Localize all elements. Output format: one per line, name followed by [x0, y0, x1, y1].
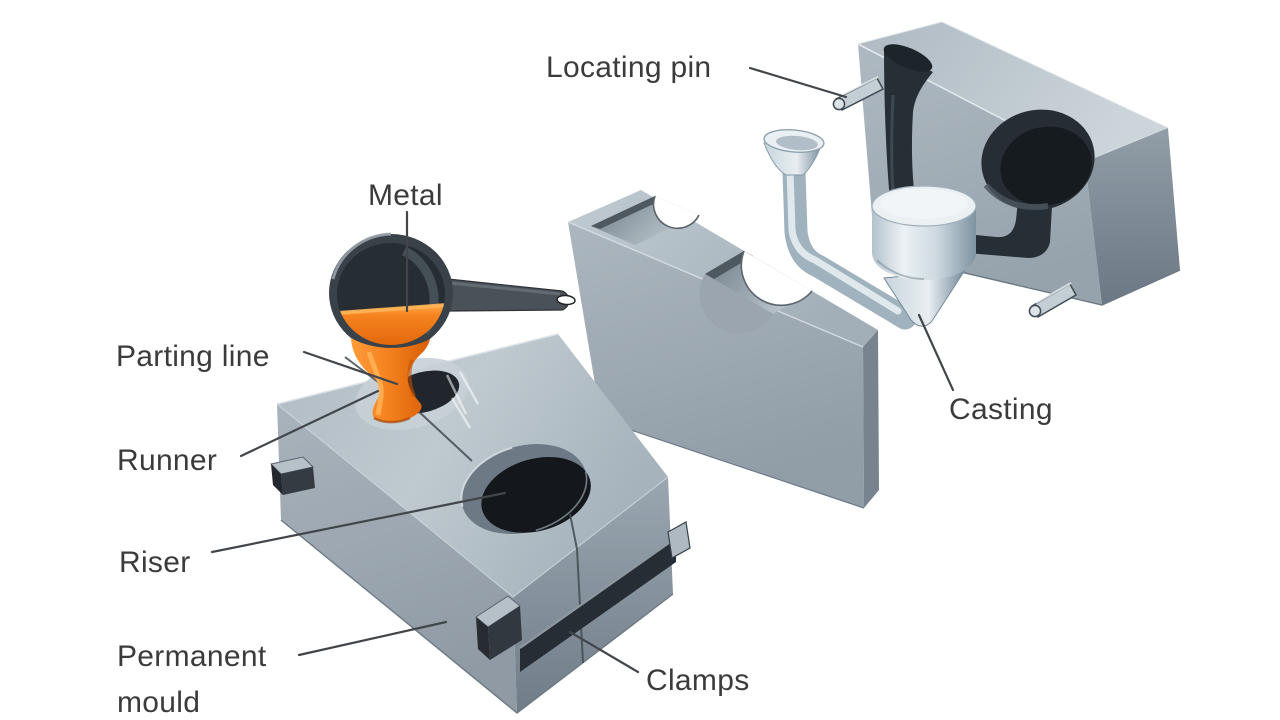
clamp-left-tab [269, 456, 315, 495]
label-casting: Casting [949, 393, 1053, 426]
molten-metal-stream [351, 338, 430, 424]
label-metal: Metal [368, 179, 443, 212]
mould-half-open [832, 21, 1181, 319]
label-riser: Riser [119, 546, 191, 579]
clamp-front-block [475, 595, 522, 660]
locating-pin-bottom [1028, 282, 1078, 319]
leader-riser [210, 491, 507, 554]
leader-permanent-mould [297, 620, 448, 657]
casting-piece [763, 129, 977, 330]
label-locating-pin: Locating pin [546, 51, 712, 84]
mould-notch-large [699, 250, 813, 334]
leader-clamps [568, 630, 640, 674]
leader-casting [917, 313, 955, 392]
label-clamps: Clamps [646, 664, 750, 697]
mould-notch-small [591, 195, 700, 245]
leader-parting-line [302, 350, 399, 386]
locating-pin-top [832, 76, 885, 112]
leader-lines [210, 66, 955, 674]
mould-cavity [883, 44, 1095, 258]
ladle [329, 232, 576, 352]
clamp-bar [519, 521, 691, 672]
riser-hole [460, 444, 591, 534]
label-permanent-mould: Permanent mould [117, 640, 267, 719]
label-runner: Runner [117, 444, 218, 477]
label-parting-line: Parting line [116, 340, 270, 373]
leader-runner [239, 389, 380, 458]
leader-locating-pin [748, 66, 848, 99]
